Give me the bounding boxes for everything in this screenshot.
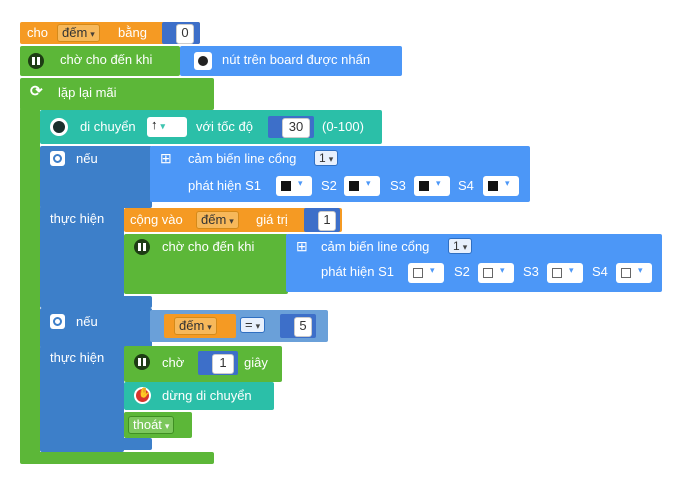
pause-icon — [134, 239, 150, 255]
chevron-down-icon: ▾ — [207, 322, 212, 332]
if-label-1: nếu — [76, 151, 98, 166]
exit-dropdown[interactable]: thoát▾ — [128, 416, 175, 434]
forever-bottom — [20, 452, 214, 464]
chevron-down-icon: ▾ — [90, 29, 95, 39]
wait-value-input[interactable]: 1 — [212, 354, 234, 374]
speed-input[interactable]: 30 — [282, 118, 310, 138]
s1-black-dropdown[interactable]: ▾ — [276, 176, 312, 196]
seconds-label: giây — [244, 355, 268, 370]
chevron-down-icon: ▾ — [255, 321, 261, 331]
line-sensor-block-1[interactable] — [150, 146, 530, 202]
operator-value: = — [245, 317, 253, 332]
button-sensor-label: nút trên board được nhấn — [222, 52, 371, 67]
change-label: cộng vào — [130, 212, 183, 227]
line-sensor-label: cảm biến line cổng — [188, 151, 297, 166]
if-arm-1 — [40, 206, 124, 306]
do-label-1: thực hiện — [50, 211, 105, 226]
forever-label: lặp lại mãi — [58, 85, 117, 100]
value-input[interactable]: 0 — [176, 24, 194, 44]
wait-label: chờ — [162, 355, 185, 370]
if-bottom-1 — [40, 296, 152, 308]
s2-label: S2 — [454, 264, 470, 279]
port-value: 1 — [319, 151, 326, 165]
set-label: cho — [27, 25, 48, 40]
variable-name: đếm — [179, 318, 205, 333]
if-label-2: nếu — [76, 314, 98, 329]
move-label: di chuyển — [80, 119, 136, 134]
detect-label: phát hiện S1 — [321, 264, 395, 279]
s2-label: S2 — [321, 178, 337, 193]
pause-icon — [134, 354, 150, 370]
direction-dropdown[interactable]: ↑▾ — [147, 117, 187, 137]
loop-icon: ⟳ — [30, 83, 43, 100]
s4-label: S4 — [458, 178, 474, 193]
exit-label: thoát — [133, 417, 162, 432]
speed-range: (0-100) — [322, 119, 364, 134]
s1-white-dropdown[interactable]: ▾ — [408, 263, 444, 283]
to-label: bằng — [118, 25, 147, 40]
s3-label: S3 — [523, 264, 539, 279]
variable-dropdown[interactable]: đếm▾ — [174, 317, 217, 335]
by-label: giá trị — [256, 212, 288, 227]
port-dropdown[interactable]: 1▾ — [448, 238, 473, 254]
stop-hand-icon: ✋ — [134, 387, 151, 404]
chevron-down-icon: ▾ — [328, 154, 334, 164]
if-arm-2 — [40, 346, 124, 452]
forever-arm — [20, 108, 40, 458]
do-label-2: thực hiện — [50, 350, 105, 365]
button-icon — [194, 52, 212, 70]
motor-icon — [50, 118, 68, 136]
line-sensor-label: cảm biến line cổng — [321, 239, 430, 254]
chevron-down-icon: ▾ — [160, 121, 166, 131]
forever-block[interactable] — [20, 78, 214, 110]
arrow-up-icon: ↑ — [151, 117, 158, 132]
s2-black-dropdown[interactable]: ▾ — [344, 176, 380, 196]
s4-white-dropdown[interactable]: ▾ — [616, 263, 652, 283]
button-sensor-block[interactable] — [180, 46, 402, 76]
gear-icon — [50, 151, 65, 166]
s3-black-dropdown[interactable]: ▾ — [414, 176, 450, 196]
variable-dropdown[interactable]: đếm▾ — [57, 24, 100, 42]
s2-white-dropdown[interactable]: ▾ — [478, 263, 514, 283]
s3-label: S3 — [390, 178, 406, 193]
variable-name: đếm — [62, 25, 88, 40]
operator-dropdown[interactable]: =▾ — [240, 317, 266, 333]
port-dropdown[interactable]: 1▾ — [314, 150, 339, 166]
if-bottom-2 — [40, 438, 152, 450]
variable-name: đếm — [201, 212, 227, 227]
wait-until-label: chờ cho đến khi — [60, 52, 153, 67]
compare-value-input[interactable]: 5 — [294, 317, 312, 337]
port-value: 1 — [453, 239, 460, 253]
chevron-down-icon: ▾ — [229, 216, 234, 226]
speed-label: với tốc độ — [196, 119, 253, 134]
s3-white-dropdown[interactable]: ▾ — [547, 263, 583, 283]
line-sensor-icon: ⊞ — [160, 150, 172, 166]
line-sensor-icon: ⊞ — [296, 238, 308, 254]
pause-icon — [28, 53, 44, 69]
wait-until-line-block[interactable] — [124, 234, 288, 294]
wait-until-label: chờ cho đến khi — [162, 239, 255, 254]
change-value-input[interactable]: 1 — [318, 211, 336, 231]
wait-until-button-block[interactable] — [20, 46, 180, 76]
gear-icon — [50, 314, 65, 329]
s4-label: S4 — [592, 264, 608, 279]
chevron-down-icon: ▾ — [164, 421, 170, 431]
variable-dropdown[interactable]: đếm▾ — [196, 211, 239, 229]
line-sensor-block-2[interactable] — [286, 234, 662, 292]
detect-label: phát hiện S1 — [188, 178, 262, 193]
stop-moving-label: dừng di chuyển — [162, 388, 252, 403]
s4-black-dropdown[interactable]: ▾ — [483, 176, 519, 196]
move-block[interactable] — [40, 110, 382, 144]
chevron-down-icon: ▾ — [462, 242, 468, 252]
